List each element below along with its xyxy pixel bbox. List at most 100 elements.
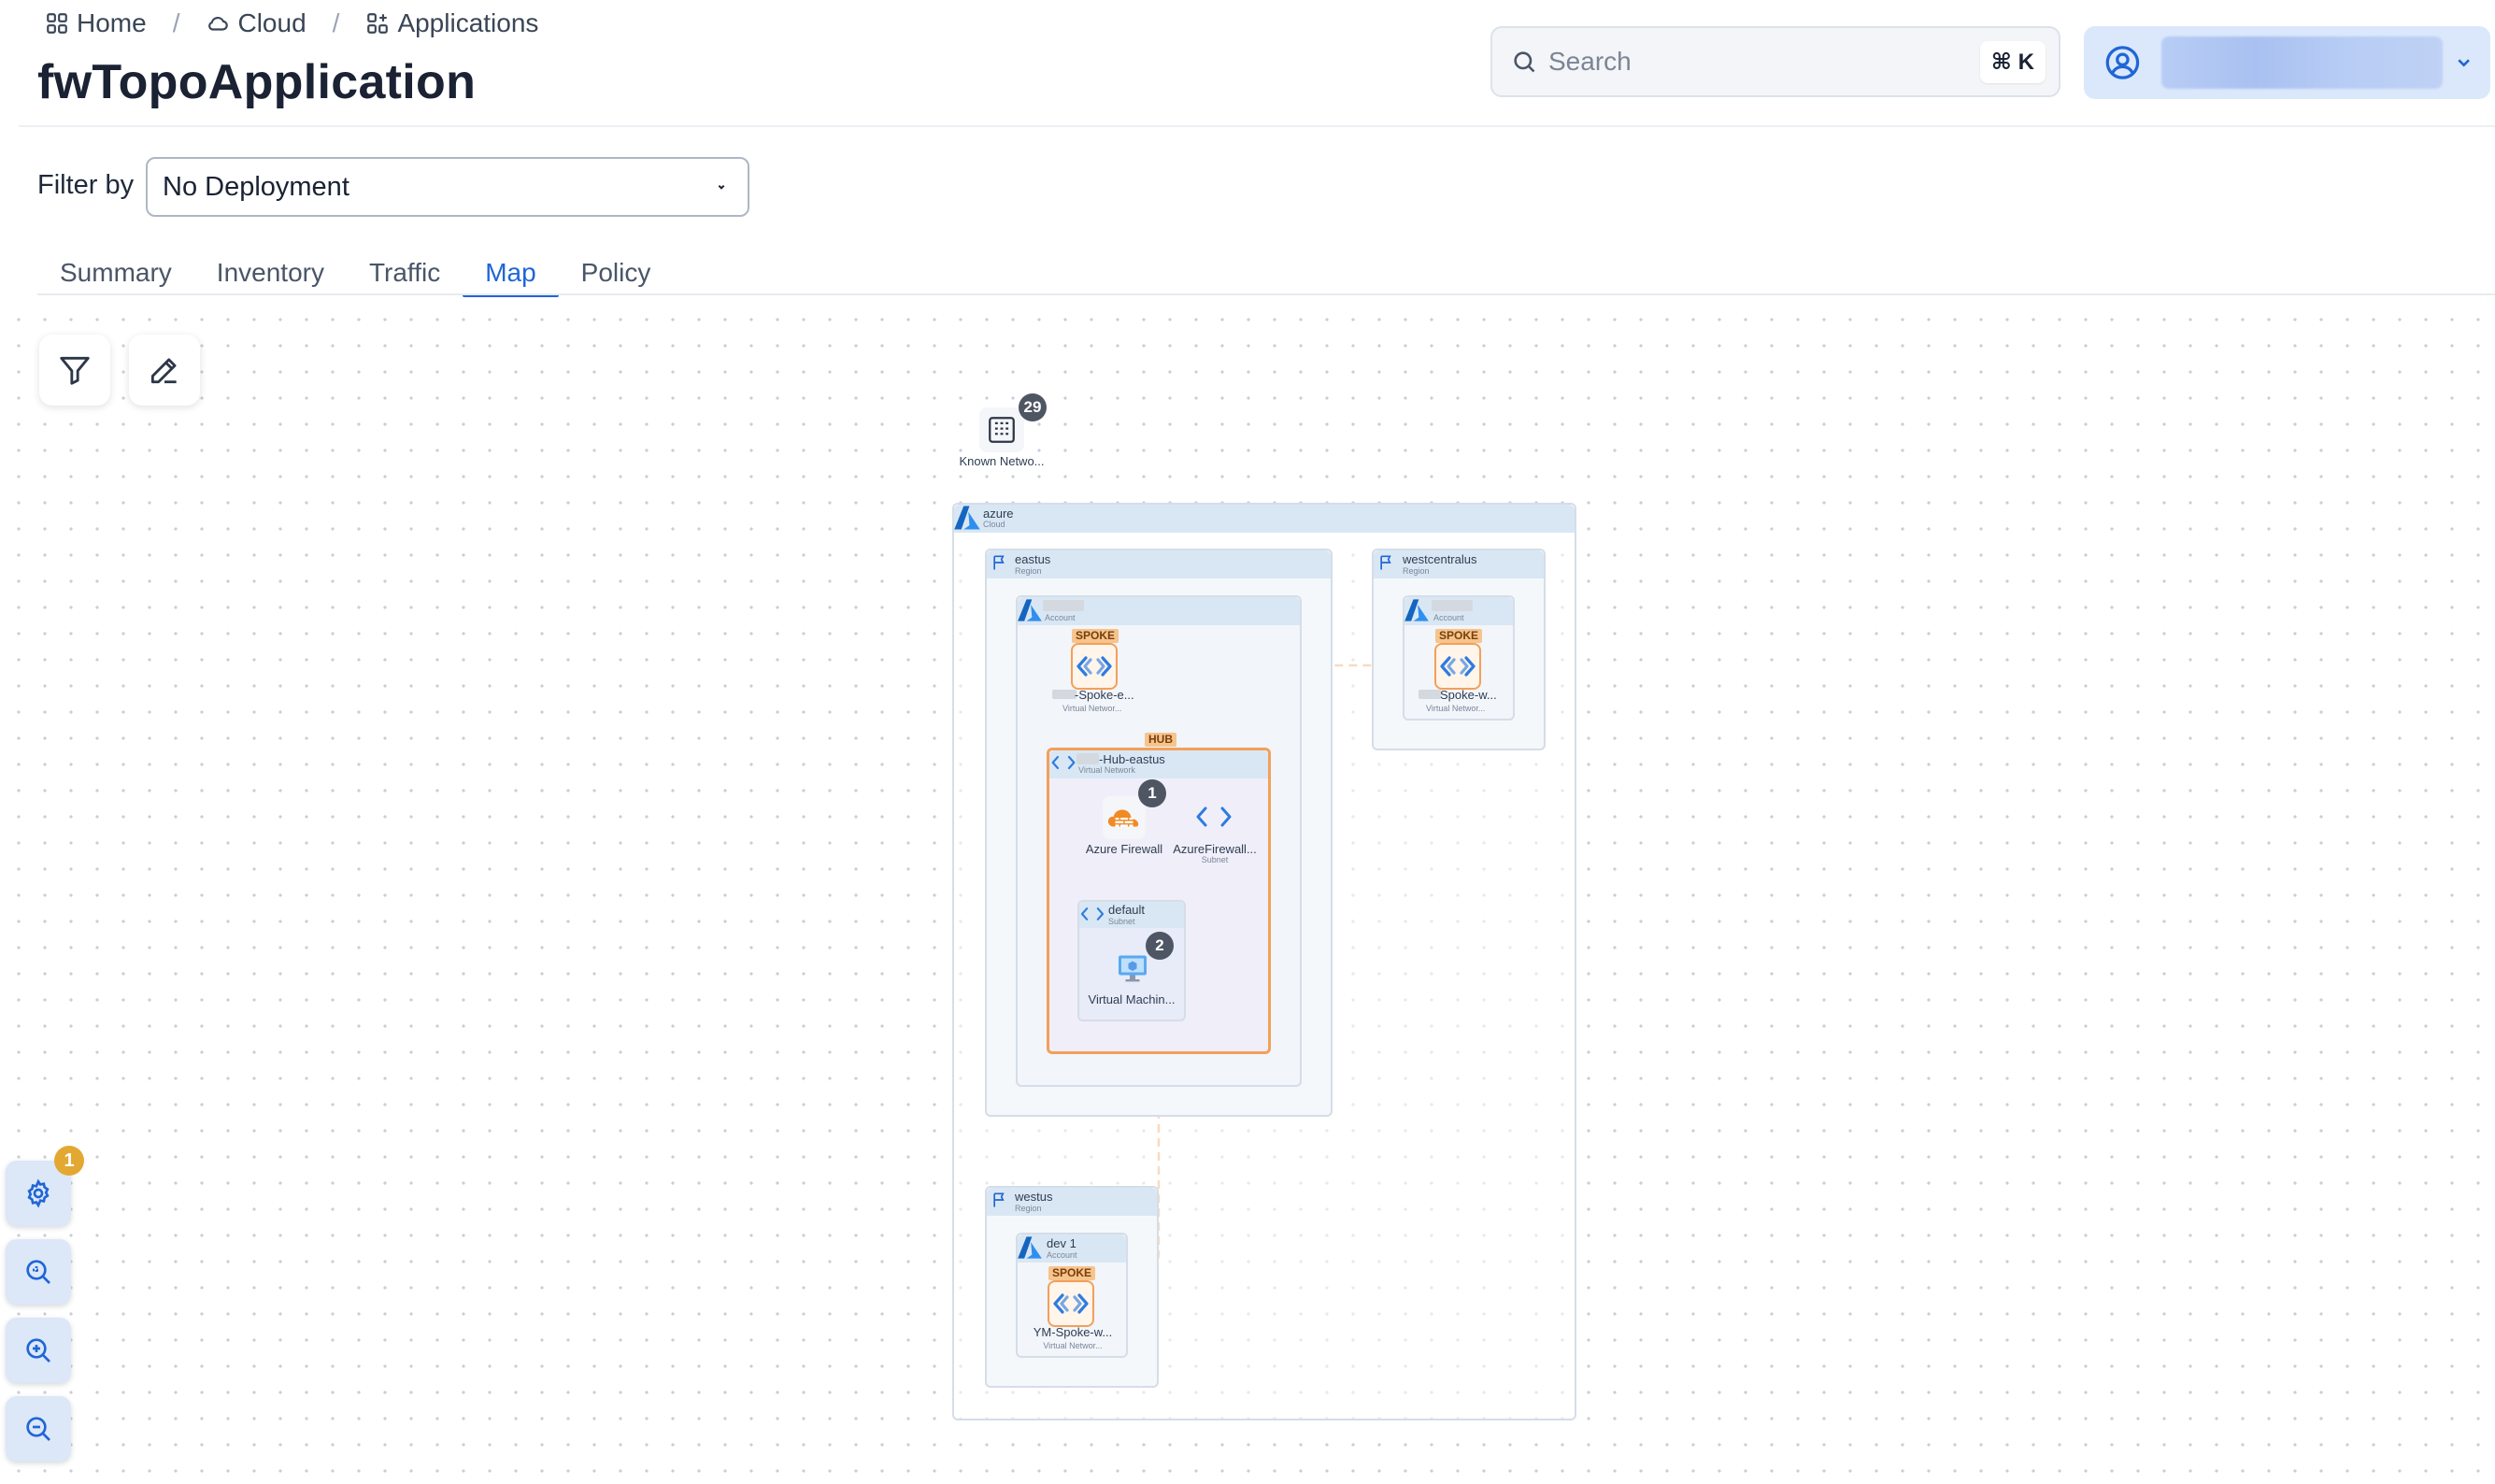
vnet-brackets-icon — [1076, 656, 1112, 677]
region-westcentralus-name: westcentralus — [1403, 552, 1477, 566]
vnet-brackets-icon — [1053, 1293, 1089, 1314]
deployment-filter-select[interactable]: No Deployment — [146, 157, 749, 217]
subnet-default-type: Subnet — [1108, 917, 1135, 926]
vnet-name-redacted — [1052, 690, 1076, 699]
spoke-tag: SPOKE — [1072, 629, 1119, 643]
region-flag-icon — [993, 555, 1005, 570]
region-westus-type: Region — [1015, 1204, 1042, 1213]
tab-traffic[interactable]: Traffic — [368, 258, 441, 287]
tab-policy[interactable]: Policy — [580, 258, 651, 287]
chevron-down-icon — [718, 184, 725, 190]
region-header — [987, 550, 1331, 578]
vnet-spoke-westcentralus-type: Virtual Networ... — [1426, 704, 1486, 713]
zoom-fit-icon — [26, 1260, 50, 1284]
firewall-subnet-type: Subnet — [1201, 855, 1229, 864]
user-name-redacted — [2160, 36, 2443, 89]
cloud-icon — [208, 17, 229, 31]
filter-label: Filter by — [37, 170, 135, 200]
cloud-type: Cloud — [983, 520, 1005, 529]
azure-account-icon — [1404, 599, 1429, 621]
hub-tag: HUB — [1145, 733, 1176, 747]
azure-logo-icon — [954, 506, 980, 530]
region-header — [987, 1188, 1157, 1216]
vnet-spoke-westcentralus-node[interactable] — [1434, 643, 1481, 690]
cloud-header — [954, 505, 1575, 533]
virtual-machine-node[interactable] — [1112, 948, 1153, 989]
breadcrumb-cloud-label: Cloud — [237, 8, 307, 37]
vnet-spoke-eastus-type: Virtual Networ... — [1062, 704, 1122, 713]
building-icon — [989, 417, 1015, 443]
region-eastus-name: eastus — [1015, 552, 1051, 566]
vnet-spoke-westcentralus-name: Spoke-w... — [1440, 688, 1497, 702]
account-westus-name: dev 1 — [1047, 1236, 1076, 1250]
map-filter-button[interactable] — [39, 335, 110, 406]
subnet-brackets-icon — [1080, 907, 1105, 920]
breadcrumb-separator: / — [332, 8, 340, 37]
vnet-spoke-westus-node[interactable] — [1048, 1280, 1094, 1327]
breadcrumb-home-label: Home — [77, 8, 147, 37]
known-networks-node[interactable] — [979, 407, 1024, 452]
breadcrumb-applications-label: Applications — [397, 8, 539, 37]
tab-summary[interactable]: Summary — [60, 258, 172, 287]
pencil-icon — [150, 358, 177, 384]
user-menu[interactable] — [2084, 26, 2490, 99]
settings-notification-badge: 1 — [54, 1146, 84, 1176]
search-shortcut: ⌘ K — [1979, 40, 2046, 83]
subnet-header — [1079, 902, 1184, 928]
monitor-icon — [1119, 955, 1147, 982]
firewall-count-badge: 1 — [1138, 779, 1166, 807]
spoke-tag: SPOKE — [1435, 629, 1483, 643]
vnet-hub-eastus-name: -Hub-eastus — [1099, 752, 1165, 766]
map-edit-button[interactable] — [129, 335, 200, 406]
user-avatar-icon — [2105, 46, 2140, 79]
cloud-name: azure — [983, 507, 1014, 521]
tab-inventory[interactable]: Inventory — [216, 258, 324, 287]
hub-name-redacted — [1076, 753, 1099, 764]
vnet-brackets-icon — [1440, 656, 1476, 677]
map-settings-button[interactable]: 1 — [6, 1146, 84, 1226]
spoke-tag: SPOKE — [1048, 1266, 1096, 1280]
account-westcentralus-type: Account — [1433, 613, 1464, 622]
virtual-machine-name: Virtual Machin... — [1088, 992, 1176, 1006]
zoom-in-button[interactable] — [6, 1318, 71, 1383]
zoom-out-icon — [26, 1417, 50, 1441]
subnet-default[interactable] — [1077, 900, 1186, 1021]
region-westus-name: westus — [1015, 1190, 1053, 1204]
vm-count-badge: 2 — [1146, 932, 1174, 960]
firewall-subnet-name: AzureFirewall... — [1173, 842, 1257, 856]
vnet-brackets-icon — [1051, 755, 1076, 770]
search-input[interactable]: Search ⌘ K — [1490, 26, 2060, 97]
vnet-spoke-eastus-node[interactable] — [1071, 643, 1118, 690]
tabs-divider — [37, 293, 2495, 295]
tab-map[interactable]: Map — [463, 254, 560, 297]
region-eastus-type: Region — [1015, 566, 1042, 576]
region-flag-icon — [1380, 555, 1391, 570]
account-westus-type: Account — [1047, 1250, 1077, 1260]
zoom-fit-button[interactable] — [6, 1239, 71, 1305]
breadcrumb-separator: / — [172, 8, 180, 37]
subnet-brackets-icon — [1196, 806, 1232, 827]
breadcrumb: Home / Cloud / Applications — [45, 7, 538, 39]
search-placeholder: Search — [1548, 47, 1632, 76]
filter-funnel-icon — [60, 356, 90, 385]
azure-firewall-name: Azure Firewall — [1085, 842, 1163, 856]
account-eastus-type: Account — [1045, 613, 1076, 622]
tab-bar: Summary Inventory Traffic Map Policy — [37, 254, 673, 297]
page-title: fwTopoApplication — [37, 55, 477, 109]
account-name-redacted — [1432, 600, 1473, 611]
breadcrumb-applications[interactable]: Applications — [365, 8, 538, 38]
known-networks-count-badge: 29 — [1019, 393, 1047, 421]
azure-account-icon — [1018, 599, 1042, 621]
zoom-out-button[interactable] — [6, 1396, 71, 1462]
deployment-filter-value: No Deployment — [163, 171, 349, 202]
subnet-default-name: default — [1108, 903, 1146, 917]
breadcrumb-home[interactable]: Home — [45, 8, 147, 38]
region-westcentralus-type: Region — [1403, 566, 1430, 576]
azure-firewall-node[interactable] — [1103, 796, 1146, 839]
gear-icon — [27, 1178, 50, 1208]
breadcrumb-cloud[interactable]: Cloud — [206, 8, 307, 38]
chevron-down-icon — [2458, 59, 2470, 67]
firewall-subnet-node[interactable] — [1192, 798, 1235, 835]
vnet-spoke-westus-name: YM-Spoke-w... — [1033, 1325, 1113, 1339]
